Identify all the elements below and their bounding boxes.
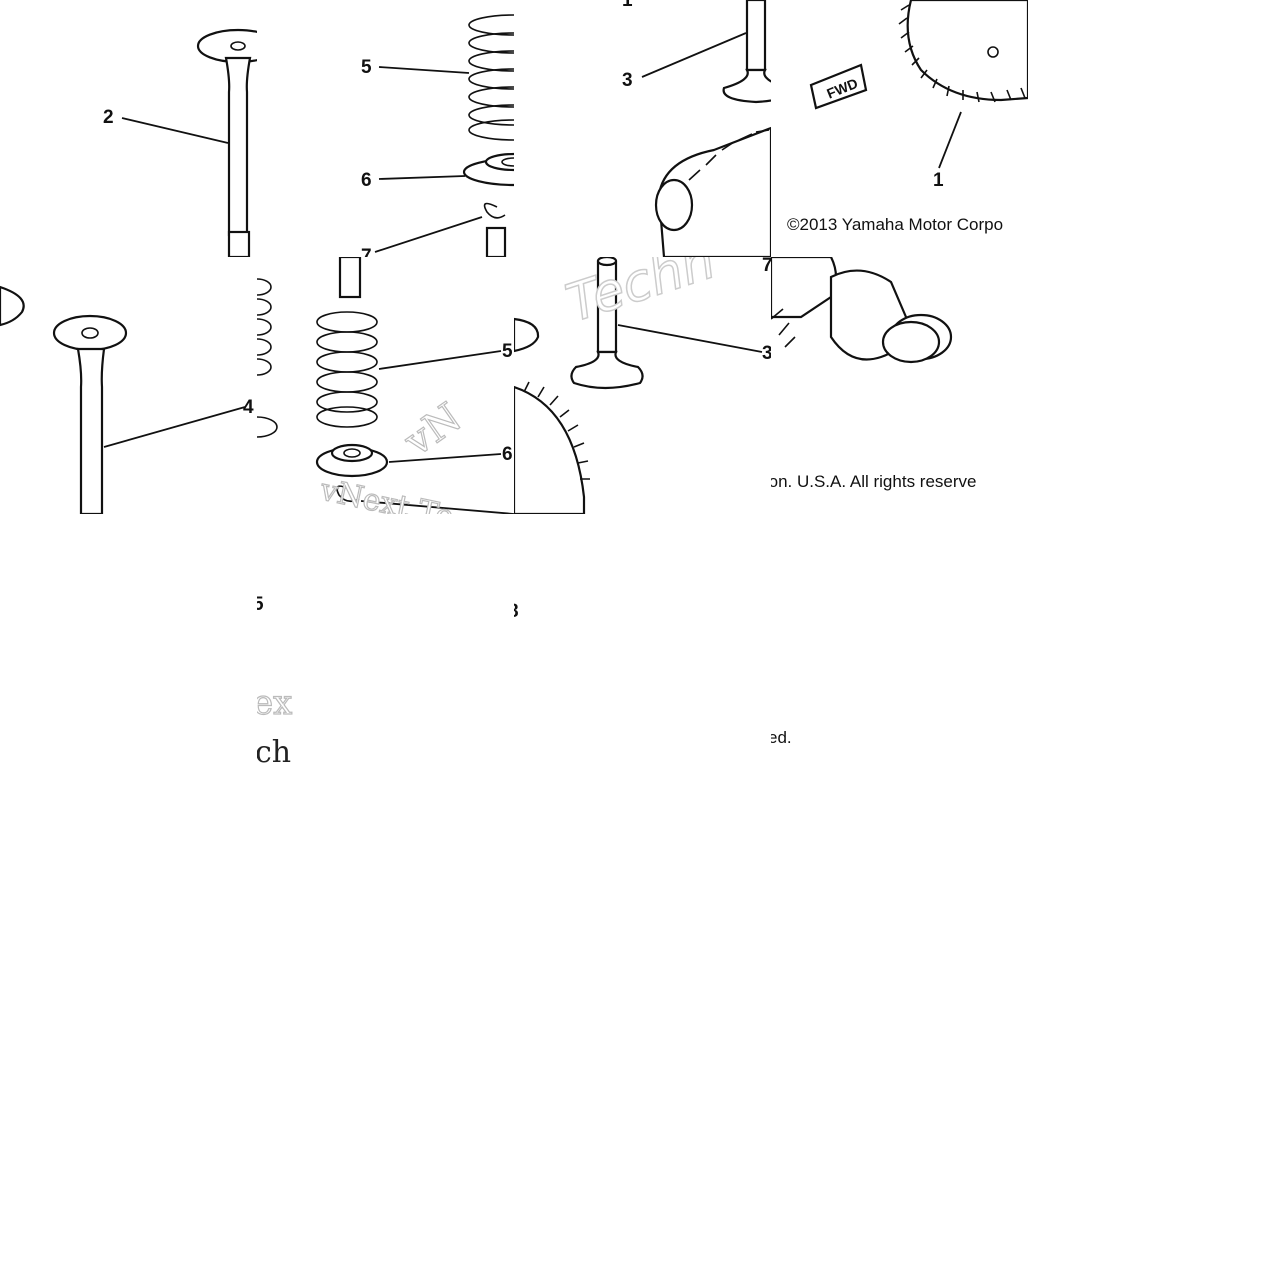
valve-spring (468, 14, 514, 141)
callout-label: 7 (361, 246, 372, 257)
tile-fragment-left: 5 ex ch (257, 514, 297, 771)
tile-valve-3b-gear: 3 7 Techn (514, 257, 771, 514)
callout-fragment: 5 (257, 594, 264, 615)
tile-camshaft: ration. U.S.A. All rights reserve (771, 257, 1028, 514)
callout-label: 7 (762, 257, 771, 276)
copyright-text: ration. U.S.A. All rights reserve (771, 472, 976, 491)
callout-label: 5 (361, 57, 372, 78)
tile-valve-2: 2 (0, 0, 257, 257)
valve-head (570, 350, 644, 390)
valve-clip (483, 202, 506, 219)
tile-gear-1: FWD 1 ©2013 Yamaha Motor Corpo (771, 0, 1028, 257)
valve-head (722, 68, 771, 104)
tile-valve-3-gear: 3 1 (514, 0, 771, 257)
copyright-text: ed. (771, 728, 792, 747)
copyright-text: ©2013 Yamaha Motor Corpo (787, 215, 1003, 234)
callout-label: 3 (762, 343, 771, 364)
callout-label: 4 (243, 397, 254, 418)
callout-label: 1 (622, 0, 633, 11)
valve-stem (76, 347, 106, 514)
callout-label: 2 (103, 107, 114, 128)
watermark-text: ex (257, 683, 292, 723)
watermark-text: vN (396, 394, 470, 465)
fwd-tag (809, 63, 868, 110)
valve-stem (224, 56, 252, 237)
watermark-text: vNext Te (316, 472, 456, 514)
cam-gear (514, 385, 586, 514)
valve-spring (316, 311, 378, 428)
valve-spring-partial (257, 278, 278, 438)
tile-fragment-right: ed. (771, 714, 831, 754)
cam-gear (657, 126, 771, 257)
spring-retainer (315, 443, 389, 478)
spring-retainer (462, 152, 514, 187)
callout-fragment: 8 (514, 601, 519, 622)
callout-label: 6 (361, 170, 372, 191)
valve-head (52, 314, 128, 352)
callout-label: 6 (502, 444, 513, 465)
callout-label: 1 (933, 170, 944, 191)
tile-valve-4: 4 (0, 257, 257, 514)
leader-line (121, 117, 229, 144)
watermark-text: ch (257, 735, 291, 770)
tile-spring-retainer-2: 5 6 vNext Te vN (257, 257, 514, 514)
watermark-text: Techn (559, 257, 722, 334)
callout-label: 5 (502, 341, 513, 362)
callout-label: 3 (622, 70, 633, 91)
tile-spring-retainer: 5 6 7 (257, 0, 514, 257)
tile-fragment-mid: 8 (514, 514, 534, 634)
drive-gear (906, 0, 1028, 102)
valve-stem-tip (338, 257, 362, 299)
valve-clip (336, 485, 360, 503)
